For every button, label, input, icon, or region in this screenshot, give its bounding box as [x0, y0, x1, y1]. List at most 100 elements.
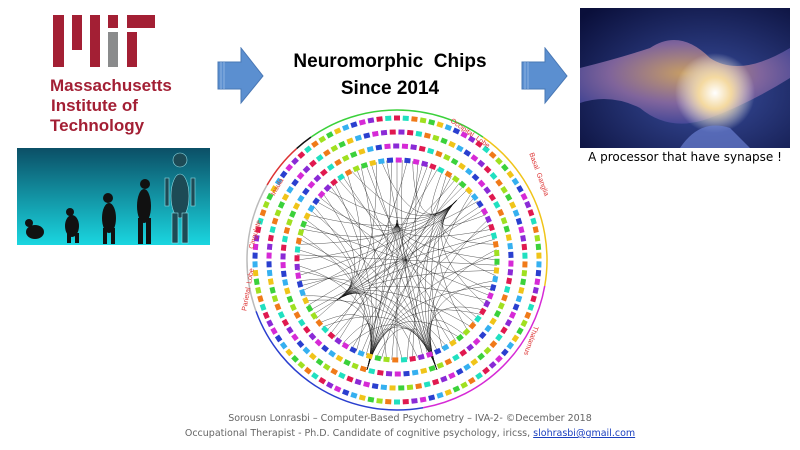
network-node — [309, 159, 317, 168]
network-node — [488, 361, 497, 369]
network-node — [354, 378, 362, 386]
network-node — [308, 352, 317, 361]
network-node — [344, 168, 353, 177]
network-node — [286, 185, 294, 194]
network-node — [297, 194, 305, 203]
network-node — [506, 170, 515, 179]
network-node — [428, 119, 436, 126]
network-node — [358, 148, 366, 155]
network-node — [342, 124, 350, 132]
network-node — [456, 333, 464, 342]
region-label: Occipital Lobe — [449, 118, 491, 150]
network-node — [518, 286, 525, 294]
network-node — [501, 294, 508, 302]
network-node — [520, 234, 527, 242]
network-node — [475, 372, 483, 380]
network-node — [506, 277, 513, 285]
network-node — [478, 331, 487, 340]
network-node — [462, 328, 471, 336]
network-node — [330, 178, 338, 187]
network-edge — [396, 219, 479, 319]
network-node — [321, 325, 329, 334]
email-link[interactable]: slohrasbi@gmail.com — [533, 428, 636, 439]
network-node — [470, 193, 479, 201]
network-node — [291, 178, 299, 187]
network-node — [252, 243, 259, 251]
neuron-image-caption: A processor that have synapse ! — [588, 150, 782, 164]
network-node — [282, 279, 289, 286]
network-edge — [342, 175, 408, 261]
network-node — [274, 334, 283, 343]
network-node — [435, 150, 443, 158]
network-node — [505, 234, 512, 241]
network-node — [291, 354, 299, 363]
network-node — [270, 327, 278, 335]
network-node — [515, 217, 523, 225]
network-node — [483, 346, 492, 355]
network-node — [444, 124, 452, 132]
network-node — [330, 144, 339, 153]
network-edge — [381, 199, 458, 359]
network-node — [368, 368, 376, 375]
network-node — [367, 117, 375, 124]
network-node — [455, 367, 464, 376]
network-edge — [310, 287, 354, 311]
network-edge — [351, 199, 458, 350]
network-node — [266, 243, 273, 251]
network-node — [257, 295, 264, 303]
neuron-chip-image — [580, 8, 790, 148]
network-node — [289, 210, 297, 218]
network-edge — [303, 223, 408, 261]
network-node — [410, 144, 417, 151]
network-edge — [365, 164, 398, 228]
network-node — [257, 217, 264, 225]
network-node — [262, 311, 270, 320]
network-node — [463, 363, 471, 371]
network-edge — [360, 166, 377, 371]
region-arc — [543, 233, 548, 287]
network-node — [341, 342, 350, 350]
network-node — [467, 377, 476, 385]
network-node — [449, 339, 457, 347]
network-node — [521, 243, 528, 251]
network-node — [495, 333, 503, 342]
network-node — [429, 163, 437, 171]
network-node — [512, 209, 520, 217]
network-node — [271, 295, 279, 303]
network-node — [267, 234, 274, 242]
network-node — [472, 337, 481, 346]
network-node — [494, 258, 500, 265]
network-node — [253, 234, 260, 242]
network-node — [325, 381, 334, 389]
mit-line-1: Massachusetts — [50, 76, 172, 95]
network-node — [483, 165, 492, 174]
network-node — [274, 177, 283, 186]
network-node — [504, 193, 513, 202]
network-node — [307, 180, 316, 189]
network-node — [504, 318, 513, 327]
network-node — [511, 177, 520, 186]
network-node — [367, 396, 375, 403]
network-node — [425, 351, 434, 358]
network-node — [386, 157, 394, 163]
network-node — [483, 186, 492, 195]
network-node — [467, 135, 476, 143]
network-node — [536, 252, 542, 259]
network-node — [295, 237, 302, 245]
region-label: Cingulate — [248, 219, 262, 249]
network-node — [420, 367, 428, 374]
network-node — [281, 193, 290, 202]
network-node — [297, 318, 306, 327]
network-node — [266, 269, 273, 277]
network-node — [360, 162, 369, 169]
network-node — [522, 252, 528, 259]
network-node — [436, 392, 444, 399]
network-node — [432, 134, 440, 142]
network-node — [406, 384, 414, 391]
network-node — [279, 170, 288, 179]
network-node — [299, 288, 306, 297]
network-node — [534, 278, 541, 286]
network-edge — [336, 292, 419, 358]
network-node — [488, 193, 497, 202]
network-edge — [356, 168, 438, 371]
